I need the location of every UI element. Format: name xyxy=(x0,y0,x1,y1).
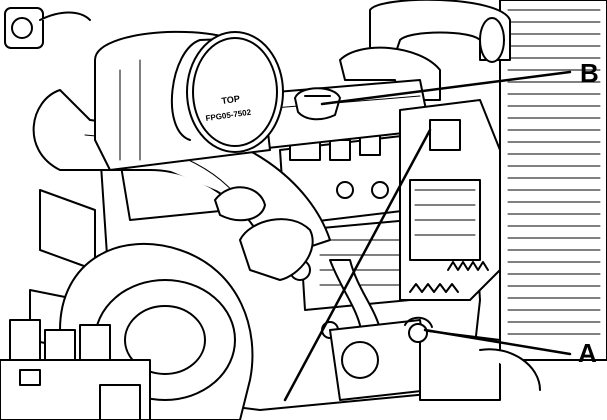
dipstick xyxy=(283,128,432,402)
injection-pump-fittings xyxy=(0,319,151,420)
top-left-fitting xyxy=(4,7,91,49)
callout-a-label: A xyxy=(578,338,597,368)
linkage-springs xyxy=(409,261,489,293)
callout-a-leader xyxy=(423,328,572,356)
radiator xyxy=(499,0,607,361)
component-a xyxy=(404,316,433,343)
air-filter xyxy=(94,30,284,171)
callout-b-label: B xyxy=(580,58,599,88)
alternator-assembly xyxy=(399,99,501,301)
filter-label-top: TOP xyxy=(221,94,241,106)
callout-b-leader xyxy=(320,70,572,106)
water-pump xyxy=(329,319,541,401)
oil-fill-cap xyxy=(294,87,341,121)
